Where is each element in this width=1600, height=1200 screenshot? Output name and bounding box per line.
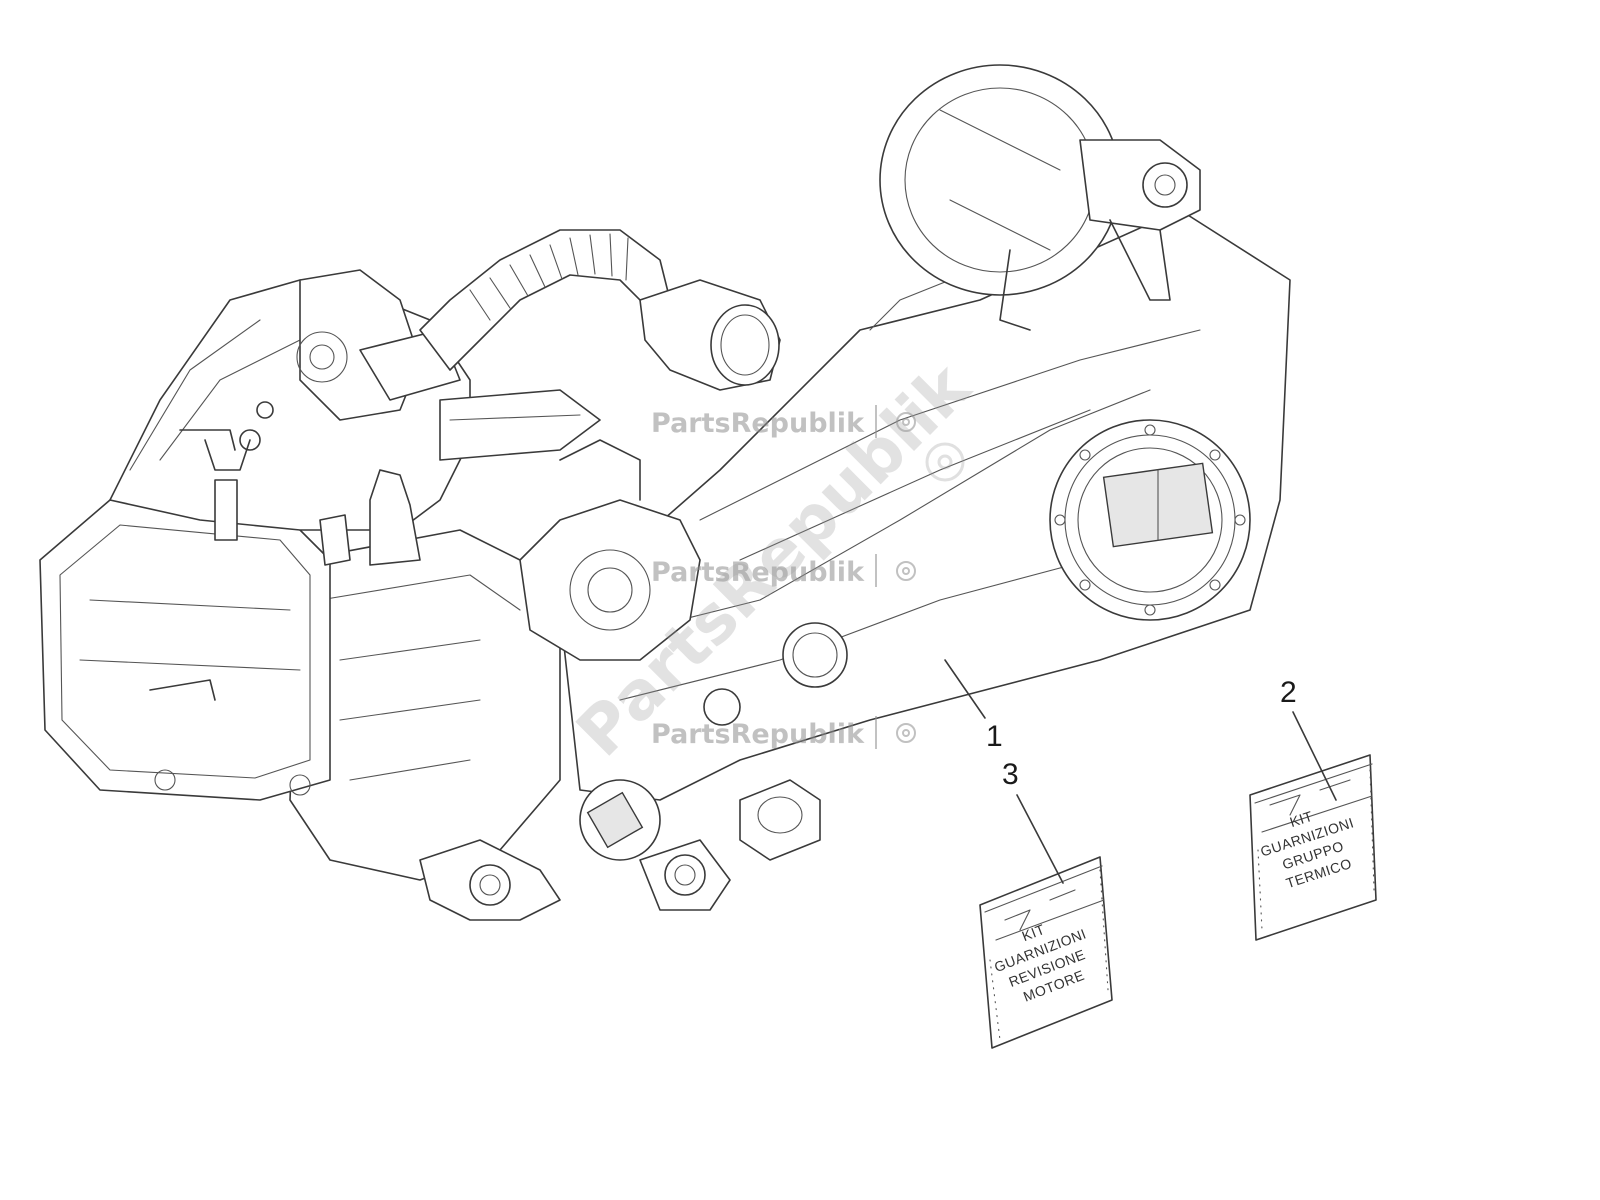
crankcase-block [289, 529, 561, 881]
leader-line-2 [1292, 711, 1337, 801]
rear-hub-drum [879, 64, 1121, 296]
spark-plug-cap [369, 469, 421, 566]
cooling-shroud [109, 279, 471, 531]
engine-assembly-drawing[interactable] [39, 64, 1291, 921]
gear-housing [519, 499, 701, 661]
valve-cover [39, 499, 331, 801]
gear-icon [896, 723, 916, 743]
callout-3[interactable]: 3 [1002, 758, 1019, 791]
swing-arm-bracket [1079, 139, 1201, 231]
watermark-text-mid: PartsRepublik [651, 557, 865, 588]
watermark-text-top: PartsRepublik [651, 408, 865, 439]
callout-1[interactable]: 1 [986, 720, 1003, 753]
kit-bag-3-line-1: KIT [1020, 921, 1047, 944]
kit-bag-2-line-1: KIT [1288, 808, 1315, 830]
gear-icon [896, 412, 916, 432]
gear-icon [925, 442, 965, 482]
watermark-gear-icons [875, 405, 916, 749]
callout-2[interactable]: 2 [1280, 676, 1297, 709]
leader-line-3 [1016, 794, 1064, 884]
leader-line-1 [944, 659, 986, 719]
kit-bag-engine-overhaul[interactable]: KIT GUARNIZIONI REVISIONE MOTORE [979, 856, 1113, 1049]
kit-bag-thermal-group[interactable]: KIT GUARNIZIONI GRUPPO TERMICO [1249, 754, 1377, 941]
watermark-text-bottom: PartsRepublik [651, 719, 865, 750]
kit-bag-3-outline [979, 856, 1113, 1049]
watermark-diagonal-gear [925, 442, 965, 482]
gear-icon [896, 561, 916, 581]
intake-hose [419, 229, 671, 371]
